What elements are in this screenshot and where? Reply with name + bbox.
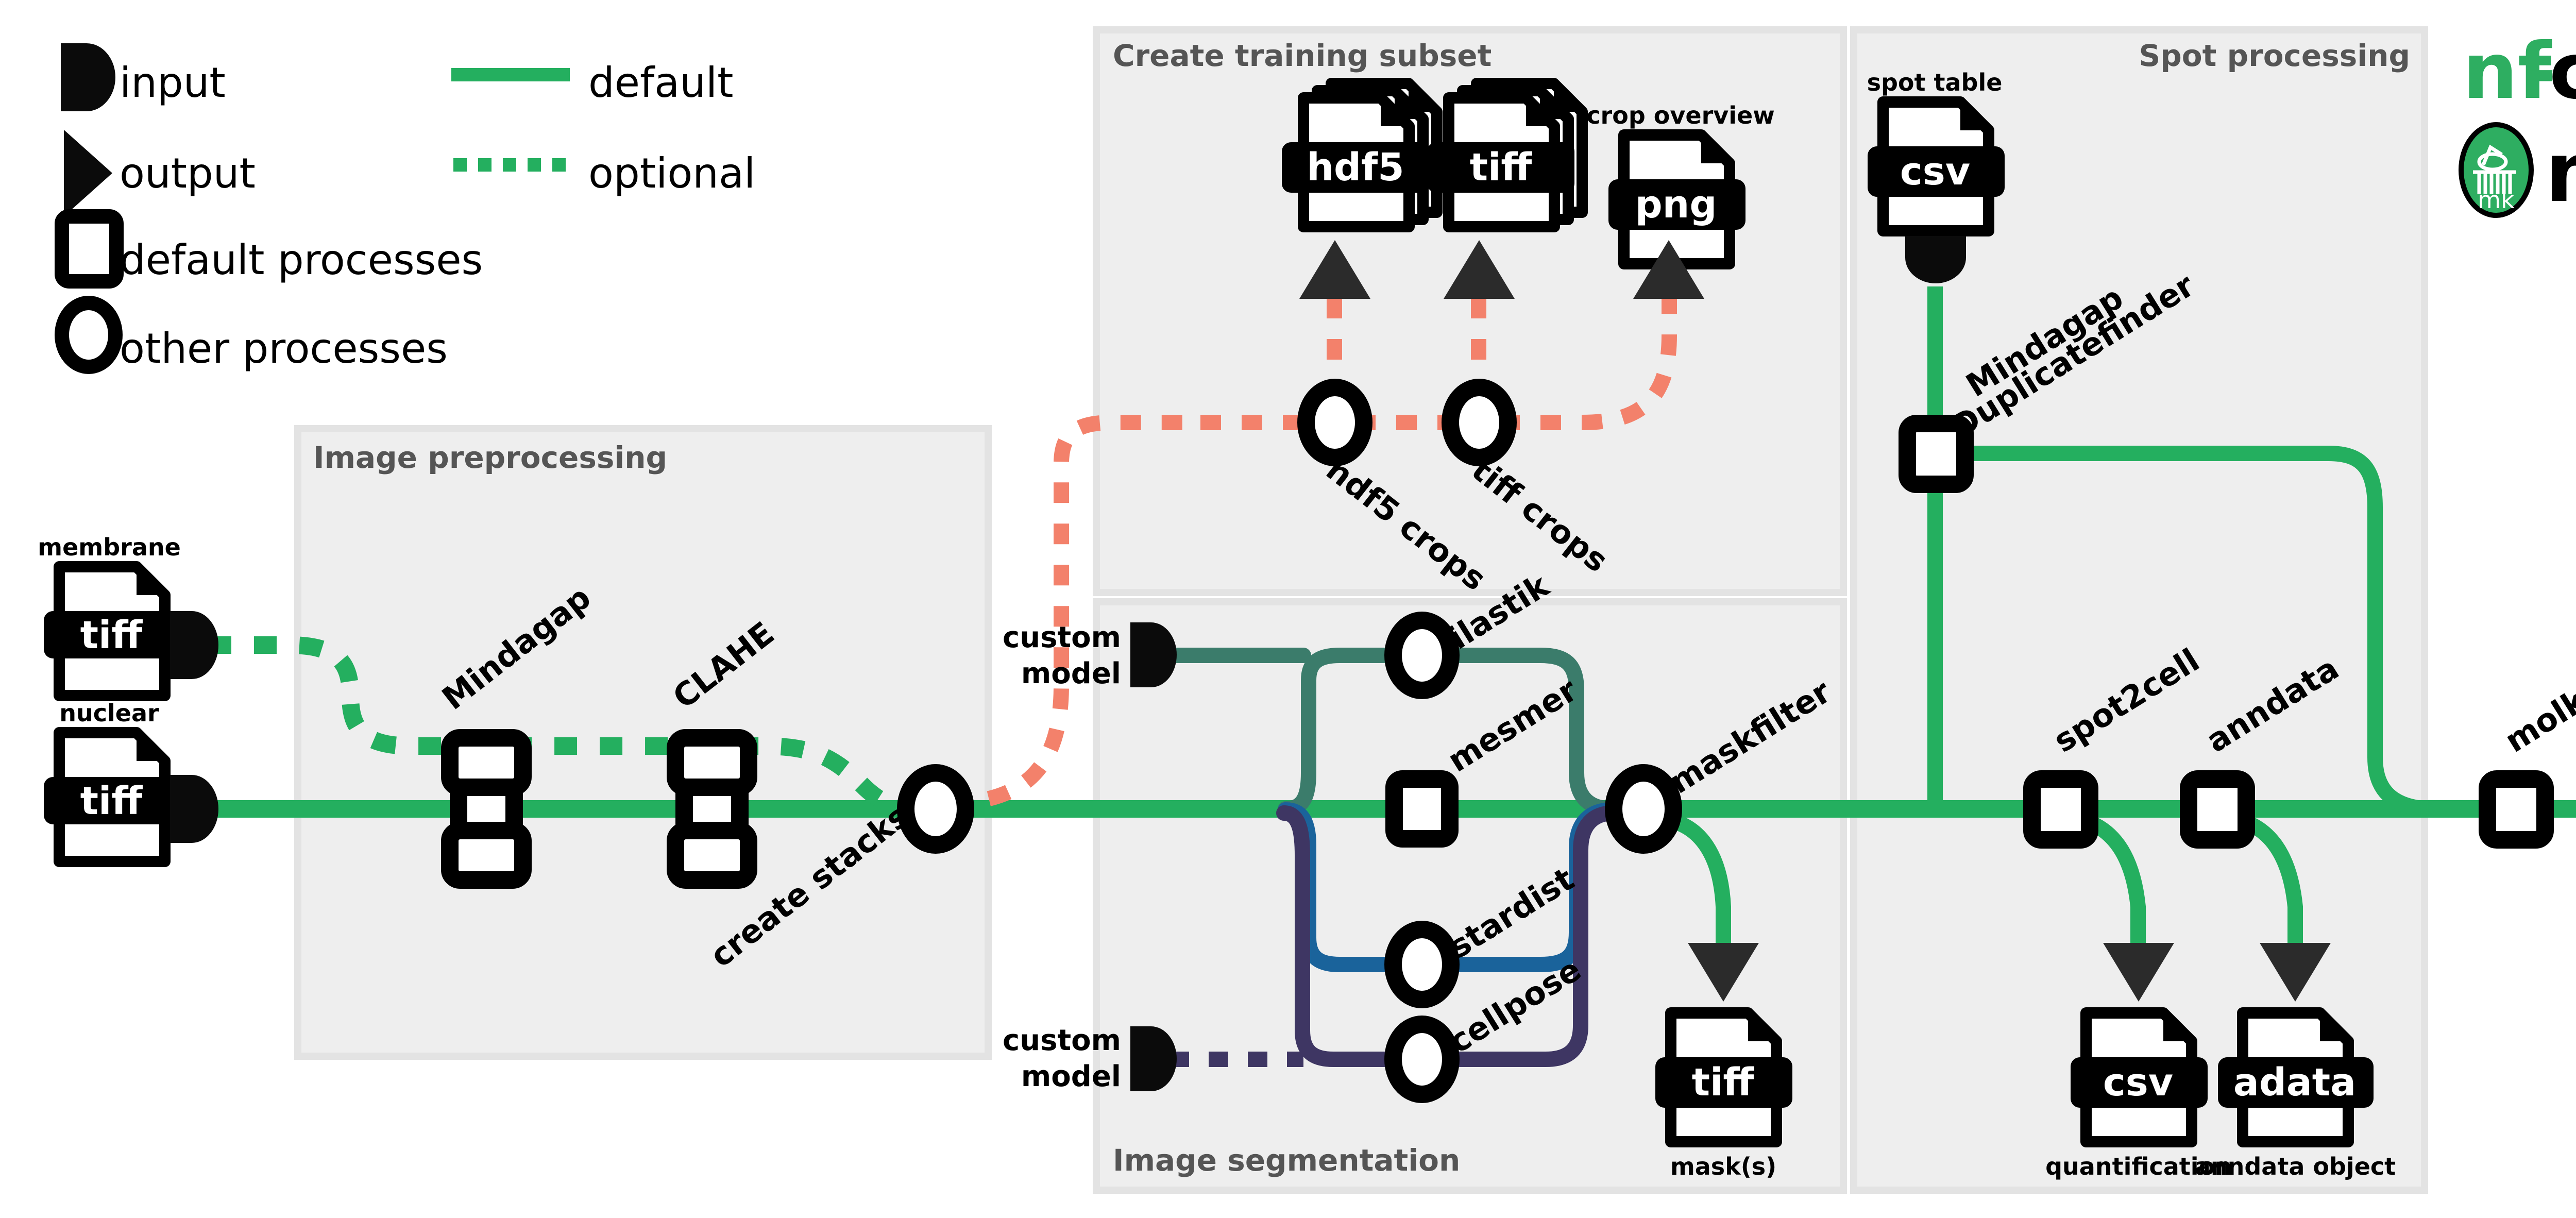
panel-title-preprocessing: Image preprocessing	[313, 440, 667, 475]
custom-model-bottom-line1: custom	[1003, 1024, 1121, 1057]
panel-title-segmentation: Image segmentation	[1113, 1143, 1460, 1178]
custom-model-bottom-line2: model	[1021, 1060, 1121, 1093]
molkart-badge-icon: mk	[2459, 122, 2534, 218]
input-ext-membrane: tiff	[80, 613, 143, 657]
input-connector-membrane	[170, 611, 218, 679]
input-file-membrane: membrane tiff	[38, 533, 218, 696]
legend-label-default: default	[588, 59, 733, 107]
segmentation-input-custom-model-top: custom model	[1003, 621, 1177, 690]
input-caption-spot-table: spot table	[1867, 69, 2003, 96]
input-connector-spot-table	[1905, 236, 1966, 283]
output-file-hdf5: hdf5	[1282, 83, 1437, 299]
input-caption-membrane: membrane	[38, 533, 181, 561]
input-connector-nuclear	[170, 775, 218, 843]
arrow-up-png	[1633, 240, 1704, 299]
legend-label-input: input	[120, 59, 226, 107]
output-file-anndata-object: adata anndata object	[2195, 943, 2396, 1180]
output-ext-png: png	[1635, 182, 1717, 227]
input-connector-custom-model-top	[1130, 622, 1177, 687]
arrow-down-anndata	[2260, 943, 2331, 1002]
input-file-spot-table: spot table csv	[1867, 69, 2005, 283]
arrow-up-tiff-crops	[1444, 240, 1515, 299]
output-caption-anndata: anndata object	[2195, 1153, 2396, 1180]
arrow-down-mask	[1688, 943, 1759, 1002]
process-label-molkartqc: molkartqc	[2498, 632, 2576, 760]
output-file-mask: tiff mask(s)	[1655, 943, 1792, 1180]
panel-title-training-subset: Create training subset	[1113, 38, 1492, 73]
arrow-down-quantification	[2103, 943, 2174, 1002]
nf-core-logo: nf - core/ mk molkart	[2459, 27, 2576, 221]
output-file-tiff-crops: tiff	[1427, 83, 1582, 299]
panel-image-preprocessing: Image preprocessing	[294, 425, 992, 1060]
logo-dash-text: -	[2524, 27, 2556, 116]
edge-segmentation-branches	[1162, 648, 1621, 1067]
legend-label-optional: optional	[588, 149, 755, 197]
arrow-up-hdf5	[1299, 240, 1370, 299]
input-file-nuclear: nuclear tiff	[44, 699, 218, 861]
output-caption-quantification: quantification	[2045, 1153, 2232, 1180]
edge-membrane-optional	[209, 636, 928, 818]
legend-label-other-processes: other processes	[120, 325, 448, 373]
logo-core-text: core/	[2549, 27, 2576, 116]
logo-badge-text: mk	[2478, 186, 2515, 214]
output-file-quantification: csv quantification	[2045, 943, 2232, 1180]
input-ext-nuclear: tiff	[80, 779, 143, 823]
output-ext-quantification: csv	[2103, 1060, 2173, 1105]
circle-node-icon	[55, 296, 123, 374]
output-ext-tiff-crops: tiff	[1470, 145, 1533, 190]
segmentation-input-custom-model-bottom: custom model	[1003, 1024, 1177, 1093]
logo-nf-text: nf	[2463, 27, 2552, 116]
input-connector-custom-model-bottom	[1130, 1026, 1177, 1091]
square-node-icon	[55, 209, 124, 289]
output-file-png: crop overview png	[1586, 102, 1775, 299]
output-caption-png: crop overview	[1586, 102, 1774, 129]
legend: input default output optional default pr…	[55, 43, 755, 374]
output-triangle-icon	[64, 130, 112, 216]
logo-pipeline-text: molkart	[2545, 124, 2576, 221]
output-ext-mask: tiff	[1692, 1060, 1755, 1105]
panel-title-spot-processing: Spot processing	[2139, 38, 2410, 73]
line-solid-icon	[451, 68, 570, 81]
output-ext-hdf5: hdf5	[1307, 145, 1404, 190]
output-ext-anndata: adata	[2233, 1060, 2356, 1105]
legend-label-output: output	[120, 149, 256, 197]
input-shape-icon	[61, 43, 115, 111]
input-caption-nuclear: nuclear	[59, 699, 159, 727]
output-caption-mask: mask(s)	[1670, 1153, 1776, 1180]
legend-label-default-processes: default processes	[120, 236, 483, 284]
custom-model-top-line2: model	[1021, 657, 1121, 690]
input-ext-spot-table: csv	[1900, 149, 1970, 194]
custom-model-top-line1: custom	[1003, 621, 1121, 654]
